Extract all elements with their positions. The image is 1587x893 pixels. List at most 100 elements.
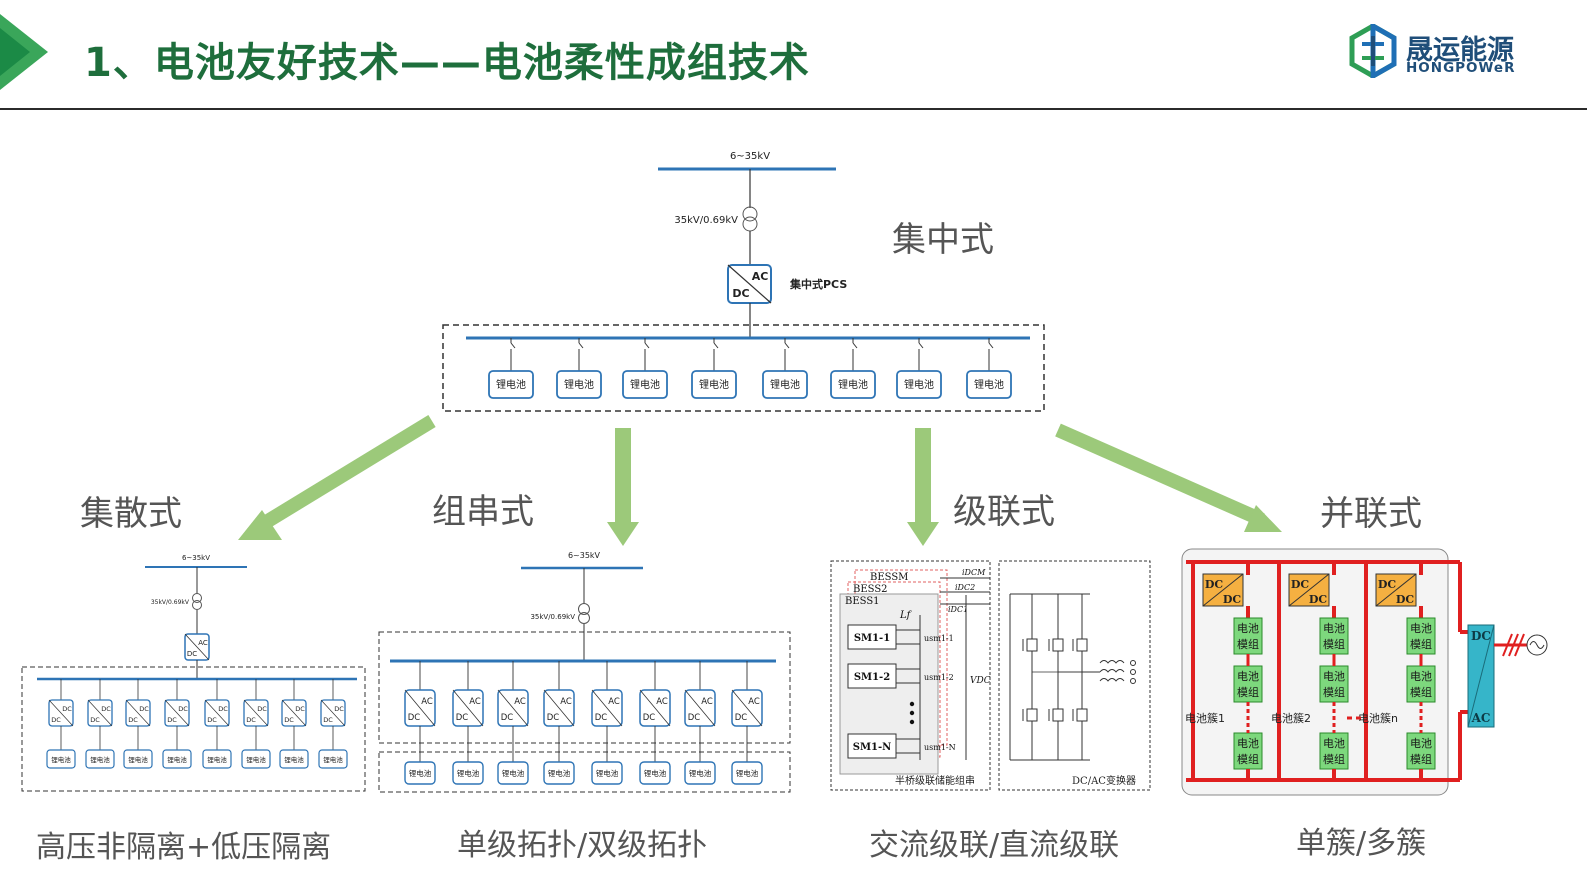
d1-pcs-ac: AC <box>198 639 208 647</box>
center-battery-6 <box>830 370 876 399</box>
d3-converter-label: DC/AC变换器 <box>1072 774 1136 787</box>
d2-battery-3 <box>497 761 529 785</box>
d2-battery-label: 锂电池 <box>644 768 667 778</box>
center-battery-3 <box>622 370 668 399</box>
d2-dc: DC <box>735 713 748 723</box>
d4-module-line1: 电池 <box>1237 737 1259 750</box>
d2-ac: AC <box>608 697 620 707</box>
d4-module-line1: 电池 <box>1237 622 1259 635</box>
d2-converter-enclosure <box>378 631 791 744</box>
d1-dc-bottom: DC <box>128 716 138 724</box>
center-battery-7 <box>896 370 942 399</box>
d4-dcdc-out: DC <box>1223 593 1242 606</box>
center-battery-5 <box>762 370 808 399</box>
d2-battery-enclosure <box>378 751 791 793</box>
d4-module-line2: 模组 <box>1410 752 1432 766</box>
center-battery-label: 锂电池 <box>496 378 526 391</box>
d2-dc: DC <box>547 713 560 723</box>
d3-igbt <box>1076 638 1088 652</box>
d1-battery-label: 锂电池 <box>128 755 148 764</box>
center-pcs-dc: DC <box>732 287 749 300</box>
d2-battery-label: 锂电池 <box>548 768 571 778</box>
d4-module <box>1319 617 1349 655</box>
d4-dcdc-in: DC <box>1205 578 1224 591</box>
d1-battery-4 <box>162 749 192 769</box>
center-battery-label: 锂电池 <box>564 378 594 391</box>
d4-module-line1: 电池 <box>1323 670 1345 683</box>
d2-dc: DC <box>408 713 421 723</box>
d4-module-line2: 模组 <box>1237 637 1259 651</box>
d2-dc: DC <box>456 713 469 723</box>
center-pcs-label: 集中式PCS <box>789 277 847 291</box>
d2-battery-label: 锂电池 <box>596 768 619 778</box>
d2-dc: DC <box>688 713 701 723</box>
d2-battery-8 <box>731 761 763 785</box>
d2-dc: DC <box>501 713 514 723</box>
d3-smn <box>847 733 897 759</box>
d4-module-line2: 模组 <box>1323 752 1345 766</box>
d2-battery-2 <box>452 761 484 785</box>
d1-dc-top: DC <box>257 705 267 713</box>
d1-battery-label: 锂电池 <box>323 755 343 764</box>
d3-bess-m: BESSM <box>870 572 908 583</box>
d2-battery-label: 锂电池 <box>736 768 759 778</box>
center-grid-label: 6~35kV <box>730 151 770 162</box>
center-battery-label: 锂电池 <box>904 378 934 391</box>
distributed-label: 集散式 <box>80 494 182 534</box>
cascade-label: 级联式 <box>953 492 1055 532</box>
d3-igbt <box>1052 638 1064 652</box>
d3-chain-enclosure <box>830 560 991 791</box>
d4-cluster-label-3: 电池簇n <box>1358 711 1398 725</box>
d2-ac: AC <box>421 697 433 707</box>
d4-module-line1: 电池 <box>1323 737 1345 750</box>
center-pcs-ac: AC <box>752 270 769 283</box>
d2-ac: AC <box>656 697 668 707</box>
d3-usmn: usm1-N <box>924 743 956 752</box>
branch-arrows <box>238 415 1282 546</box>
cascade-caption: 交流级联/直流级联 <box>869 828 1120 863</box>
d3-igbt <box>1026 638 1038 652</box>
d4-module <box>1406 617 1436 655</box>
d4-pcs-dc: DC <box>1471 629 1491 643</box>
d4-module-line2: 模组 <box>1237 752 1259 766</box>
center-battery-enclosure <box>442 324 1045 412</box>
d1-dc-top: DC <box>178 705 188 713</box>
d1-battery-5 <box>202 749 232 769</box>
arrow-to-distributed <box>254 415 436 533</box>
d1-grid-label: 6~35kV <box>182 554 210 562</box>
center-battery-label: 锂电池 <box>699 378 729 391</box>
d4-module-line1: 电池 <box>1323 622 1345 635</box>
d4-module-line2: 模组 <box>1237 685 1259 699</box>
d2-battery-1 <box>404 761 436 785</box>
d1-dc-bottom: DC <box>51 716 61 724</box>
center-battery-1 <box>488 370 534 399</box>
d1-battery-1 <box>46 749 76 769</box>
d1-battery-8 <box>318 749 348 769</box>
distributed-caption: 高压非隔离+低压隔离 <box>36 830 332 865</box>
logo-english-name: HONGPOWeR <box>1406 60 1516 76</box>
d3-sm2 <box>847 663 897 689</box>
d3-sm2-label: SM1-2 <box>854 672 890 683</box>
arrow-to-cascade <box>915 428 931 524</box>
d3-converter-enclosure <box>998 560 1151 791</box>
d2-grid-label: 6~35kV <box>568 551 601 560</box>
d2-ac: AC <box>514 697 526 707</box>
d1-transformer-label: 35kV/0.69kV <box>151 599 190 606</box>
d1-battery-6 <box>241 749 271 769</box>
cascade-diagram: BESSM BESS2 BESS1 Lf SM1-1 SM1-2 SM1-N u… <box>830 560 1151 791</box>
d2-transformer-icon <box>578 603 590 615</box>
d1-battery-label: 锂电池 <box>207 755 227 764</box>
d1-dc-top: DC <box>218 705 228 713</box>
d2-dc: DC <box>643 713 656 723</box>
d1-battery-2 <box>85 749 115 769</box>
d4-module <box>1406 665 1436 703</box>
d4-dcdc-out: DC <box>1309 593 1328 606</box>
d3-igbt <box>1052 708 1064 722</box>
d4-module <box>1233 665 1263 703</box>
d1-battery-label: 锂电池 <box>284 755 304 764</box>
d4-module-line1: 电池 <box>1410 670 1432 683</box>
d2-battery-4 <box>543 761 575 785</box>
d4-module-line2: 模组 <box>1410 685 1432 699</box>
center-battery-label: 锂电池 <box>974 378 1004 391</box>
